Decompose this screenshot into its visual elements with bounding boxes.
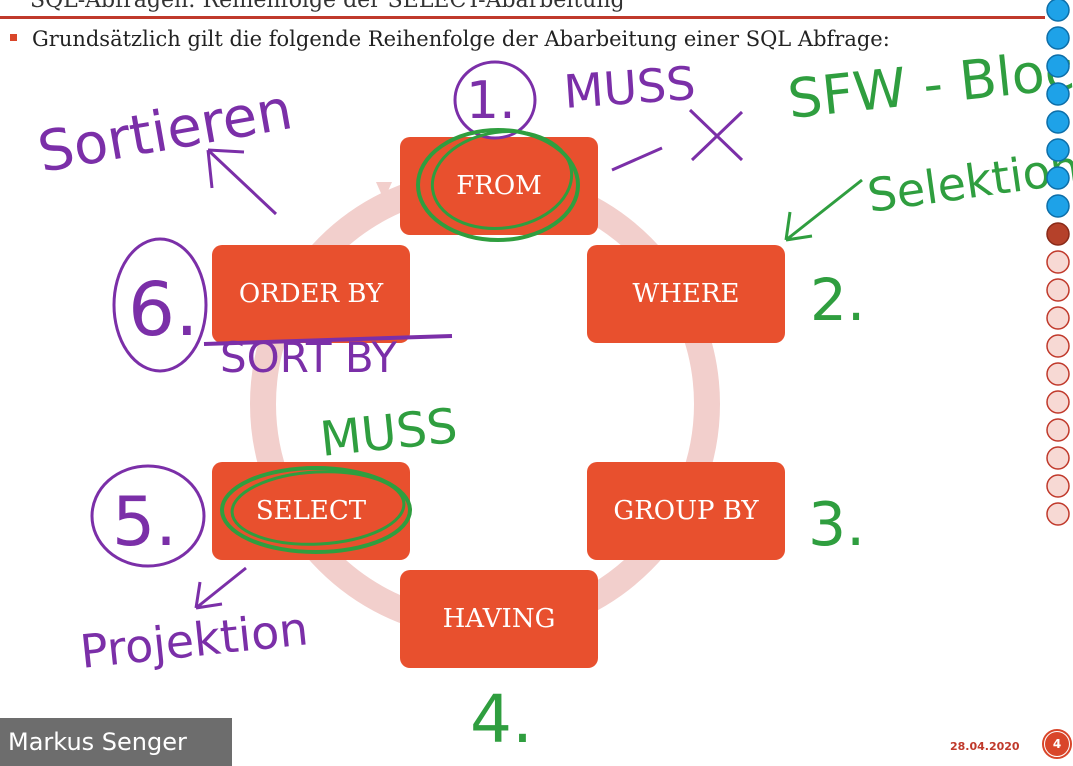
header-bar <box>0 0 1045 19</box>
bullet-marker <box>10 34 17 41</box>
progress-rail <box>1046 0 1070 526</box>
progress-dot <box>1046 362 1070 386</box>
progress-dot <box>1046 0 1070 22</box>
page-number-badge: 4 <box>1041 728 1073 760</box>
header-title-cut: SQL-Abfragen: Reihenfolge der SELECT-Aba… <box>30 0 625 13</box>
intro-text: Grundsätzlich gilt die folgende Reihenfo… <box>32 27 890 51</box>
progress-dot <box>1046 166 1070 190</box>
progress-dot <box>1046 502 1070 526</box>
progress-dot <box>1046 26 1070 50</box>
progress-dot <box>1046 278 1070 302</box>
progress-dot <box>1046 110 1070 134</box>
page-number: 4 <box>1045 732 1069 756</box>
progress-dot <box>1046 306 1070 330</box>
progress-dot <box>1046 222 1070 246</box>
progress-dot <box>1046 82 1070 106</box>
progress-dot <box>1046 250 1070 274</box>
slide-date: 28.04.2020 <box>950 740 1020 753</box>
step-order-by: ORDER BY <box>212 245 410 343</box>
step-having: HAVING <box>400 570 598 668</box>
step-where: WHERE <box>587 245 785 343</box>
progress-dot <box>1046 334 1070 358</box>
progress-dot <box>1046 194 1070 218</box>
cycle-arrow-icon <box>376 182 392 200</box>
step-group-by: GROUP BY <box>587 462 785 560</box>
step-select: SELECT <box>212 462 410 560</box>
progress-dot <box>1046 418 1070 442</box>
progress-dot <box>1046 138 1070 162</box>
step-from: FROM <box>400 137 598 235</box>
progress-dot <box>1046 474 1070 498</box>
progress-dot <box>1046 390 1070 414</box>
presenter-name: Markus Senger <box>0 718 232 766</box>
progress-dot <box>1046 446 1070 470</box>
progress-dot <box>1046 54 1070 78</box>
